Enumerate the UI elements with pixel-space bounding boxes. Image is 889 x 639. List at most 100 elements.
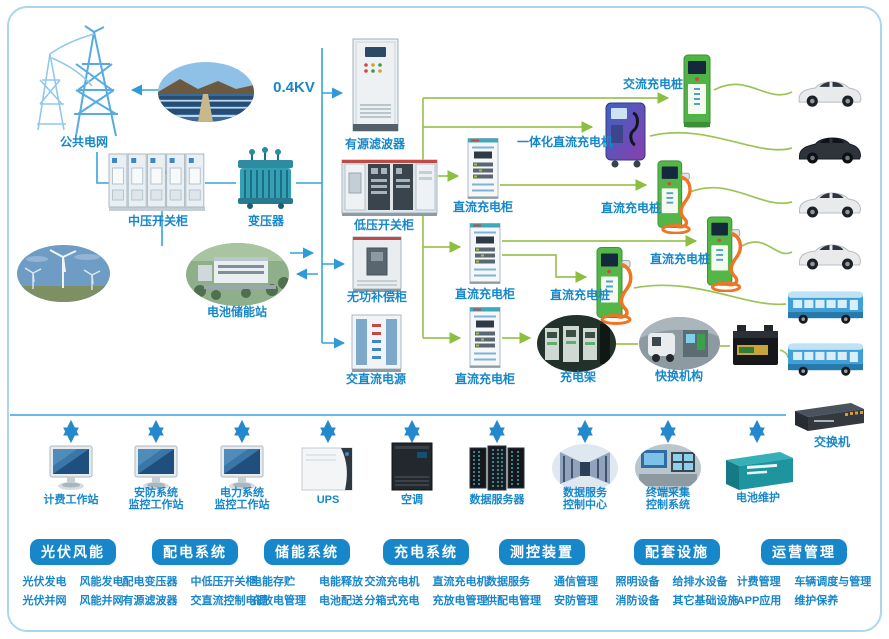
category-item: 交流充电机 xyxy=(364,576,420,588)
charging-rack-image xyxy=(537,315,616,372)
ups-label: UPS xyxy=(316,494,340,506)
active-filter-label: 有源滤波器 xyxy=(344,137,406,151)
dc-charging-cabinet-3 xyxy=(468,305,502,372)
category-item: 中低压开关柜 xyxy=(190,576,257,588)
power-workstation-label: 电力系统监控工作站 xyxy=(214,487,270,511)
category-pv-wind: 光伏风能 光伏发电 风能发电 光伏并网 风能并网 xyxy=(20,539,126,608)
charging-rack-label: 充电架 xyxy=(559,370,597,384)
category-item: 有源滤波器 xyxy=(122,595,178,607)
category-operations: 运营管理 计费管理 车辆调度与管理 APP应用 维护保养 xyxy=(737,539,871,608)
category-item: 风能并网 xyxy=(79,595,124,607)
lv-switchgear-cabinet xyxy=(341,158,438,217)
wind-farm-image xyxy=(17,245,110,302)
category-item: 其它基础设施 xyxy=(672,595,739,607)
category-item: 风能发电 xyxy=(79,576,124,588)
category-charging: 充电系统 交流充电机 直流充电机 分箱式充电 充放电管理 xyxy=(365,539,488,608)
category-monitoring: 测控装置 数据服务 通信管理 供配电管理 安防管理 xyxy=(486,539,598,608)
category-item: APP应用 xyxy=(736,595,782,607)
category-storage-pill: 储能系统 xyxy=(264,539,350,565)
car-2 xyxy=(793,130,866,168)
dc-cabinet-1-label: 直流充电柜 xyxy=(452,200,514,214)
category-item: 光伏发电 xyxy=(22,576,67,588)
category-item: 充放电管理 xyxy=(432,595,488,607)
acdc-power-cabinet xyxy=(351,314,402,373)
category-item: 交直流控制电源 xyxy=(190,595,268,607)
category-item: 配电变压器 xyxy=(122,576,178,588)
category-item: 分箱式充电 xyxy=(364,595,420,607)
reactive-comp-label: 无功补偿柜 xyxy=(346,290,408,304)
ac-pile-label: 交流充电桩 xyxy=(622,77,684,91)
dc-charging-pile-2 xyxy=(704,214,748,292)
network-switch-label: 交换机 xyxy=(813,435,851,449)
category-item: 数据服务 xyxy=(486,576,530,588)
car-4 xyxy=(793,236,866,274)
category-item: 充放电管理 xyxy=(251,595,306,607)
lv-switchgear-label: 低压开关柜 xyxy=(353,218,415,232)
terminal-control-image xyxy=(635,444,701,492)
solar-farm-image xyxy=(158,62,254,122)
category-item: 维护保养 xyxy=(794,595,839,607)
billing-workstation-monitor xyxy=(47,444,95,492)
dc-pile-2-label: 直流充电桩 xyxy=(649,252,711,266)
category-item: 电池配送 xyxy=(319,595,363,607)
acdc-power-label: 交直流电源 xyxy=(345,372,407,386)
dc-pile-1-label: 直流充电桩 xyxy=(600,201,662,215)
bus-1 xyxy=(787,288,864,326)
security-workstation-monitor xyxy=(132,444,180,492)
category-item: 光伏并网 xyxy=(22,595,67,607)
transmission-towers-image xyxy=(22,24,138,142)
voltage-label: 0.4KV xyxy=(273,79,315,96)
security-workstation-label: 安防系统监控工作站 xyxy=(128,487,184,511)
category-item: 车辆调度与管理 xyxy=(794,576,872,588)
category-distribution: 配电系统 配电变压器 中低压开关柜 有源滤波器 交直流控制电源 xyxy=(122,539,268,608)
data-servers-label: 数据服务器 xyxy=(469,494,525,506)
integrated-dc-charger xyxy=(602,101,649,168)
integrated-charger-label: 一体化直流充电机 xyxy=(516,135,614,149)
dc-cabinet-2-label: 直流充电柜 xyxy=(454,287,516,301)
category-facilities: 配套设施 照明设备 给排水设备 消防设备 其它基础设施 xyxy=(614,539,740,608)
car-3 xyxy=(793,184,866,222)
category-storage: 储能系统 电能存贮 电能释放 充放电管理 电池配送 xyxy=(251,539,363,608)
category-pv-wind-pill: 光伏风能 xyxy=(30,539,116,565)
category-charging-pill: 充电系统 xyxy=(383,539,469,565)
category-operations-pill: 运营管理 xyxy=(761,539,847,565)
transformer-label: 变压器 xyxy=(247,214,285,228)
category-distribution-pill: 配电系统 xyxy=(152,539,238,565)
category-item: 通信管理 xyxy=(554,576,598,588)
category-item: 消防设备 xyxy=(615,595,660,607)
billing-workstation-label: 计费工作站 xyxy=(43,494,99,506)
category-item: 直流充电机 xyxy=(432,576,488,588)
swap-mechanism-label: 快换机构 xyxy=(654,369,704,383)
air-conditioner-unit xyxy=(391,442,433,492)
battery-storage-station-image xyxy=(186,243,289,306)
category-item: 计费管理 xyxy=(736,576,781,588)
storage-station-label: 电池储能站 xyxy=(206,305,268,319)
dc-charging-cabinet-2 xyxy=(468,221,502,288)
swap-mechanism-image xyxy=(639,317,720,370)
terminal-control-label: 终端采集控制系统 xyxy=(646,487,690,511)
reactive-compensation-cabinet xyxy=(352,236,402,293)
dc-pile-3-label: 直流充电桩 xyxy=(549,288,611,302)
category-item: 给排水设备 xyxy=(672,576,728,588)
category-monitoring-pill: 测控装置 xyxy=(499,539,585,565)
category-item: 供配电管理 xyxy=(486,595,541,607)
battery-maintenance-label: 电池维护 xyxy=(736,492,780,504)
transformer-image xyxy=(236,147,295,209)
dc-charging-pile-3 xyxy=(594,244,638,325)
active-filter-cabinet xyxy=(352,38,399,137)
bus-2 xyxy=(787,340,864,378)
category-item: 电能释放 xyxy=(319,576,363,588)
public-grid-label: 公共电网 xyxy=(59,135,109,149)
air-conditioner-label: 空调 xyxy=(401,494,423,506)
dc-charging-pile-1 xyxy=(654,158,698,234)
dc-charging-cabinet-1 xyxy=(466,137,500,202)
power-workstation-monitor xyxy=(218,444,266,492)
dc-cabinet-3-label: 直流充电柜 xyxy=(454,372,516,386)
car-1 xyxy=(793,72,866,112)
data-servers-unit xyxy=(468,442,526,492)
category-item: 电能存贮 xyxy=(251,576,295,588)
data-service-center-label: 数据服务控制中心 xyxy=(563,487,607,511)
mv-switchgear-image xyxy=(108,152,206,213)
